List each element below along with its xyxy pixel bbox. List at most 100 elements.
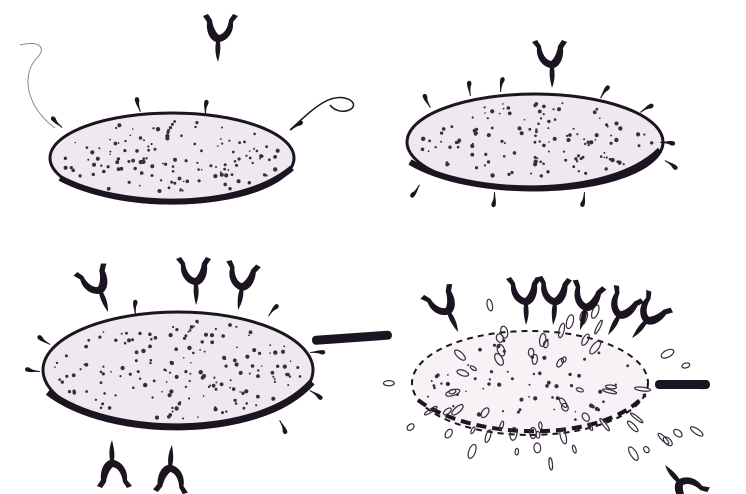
cell-speckle	[600, 155, 603, 158]
cell-speckle	[598, 390, 602, 394]
cell-speckle	[141, 349, 145, 353]
cell-speckle	[508, 112, 512, 116]
cell-speckle	[589, 140, 593, 144]
cell-speckle	[225, 410, 227, 412]
cell-speckle	[584, 143, 586, 145]
cell-speckle	[85, 390, 88, 393]
cell-speckle	[557, 107, 561, 111]
cell-speckle	[115, 127, 117, 129]
cell-speckle	[189, 329, 191, 331]
debris-fragment	[627, 445, 640, 461]
cell-speckle	[217, 145, 219, 147]
cell-speckle	[73, 391, 77, 395]
cell-speckle	[147, 145, 149, 147]
cell-speckle	[568, 133, 572, 137]
cell-speckle	[259, 158, 261, 160]
debris-fragment	[534, 443, 541, 453]
debris-fragment	[572, 445, 577, 454]
cell-speckle	[528, 396, 530, 398]
cell-speckle	[117, 157, 120, 160]
cell-speckle	[153, 380, 156, 383]
cell-speckle	[517, 411, 520, 414]
debris-fragment	[594, 320, 604, 335]
cell-speckle	[79, 174, 82, 177]
cell-speckle	[190, 325, 194, 329]
cell-speckle	[428, 140, 431, 143]
cell-speckle	[74, 142, 76, 144]
cell-speckle	[465, 391, 467, 393]
cell-speckle	[520, 398, 524, 402]
cell-speckle	[610, 142, 613, 145]
cell-speckle	[548, 141, 550, 143]
cell-speckle	[239, 371, 243, 375]
cell-speckle	[64, 157, 67, 160]
cell-speckle	[252, 162, 254, 164]
cell-speckle	[276, 149, 280, 153]
cell-speckle	[256, 150, 259, 153]
debris-fragment	[486, 299, 494, 312]
cell-speckle	[568, 373, 571, 376]
cell-speckle	[84, 364, 86, 366]
cell-speckle	[56, 362, 58, 364]
cell-speckle	[467, 364, 469, 366]
cell-speckle	[100, 371, 103, 374]
cell-speckle	[80, 368, 82, 370]
cell-speckle	[180, 134, 183, 137]
cell-speckle	[121, 366, 125, 370]
cell-icon	[407, 94, 663, 190]
cell-speckle	[552, 108, 554, 110]
cell-speckle	[249, 157, 252, 160]
cell-speckle	[626, 364, 629, 367]
debris-fragment	[467, 443, 478, 459]
cell-speckle	[547, 381, 551, 385]
cell-speckle	[194, 143, 197, 146]
cell-speckle	[184, 334, 187, 337]
cell-speckle	[596, 108, 599, 111]
cell-speckle	[135, 350, 139, 354]
cell-speckle	[188, 331, 190, 333]
cell-speckle	[156, 127, 160, 131]
cell-speckle	[165, 134, 169, 138]
cell-speckle	[530, 173, 532, 175]
cell-speckle	[166, 381, 168, 383]
cell-speckle	[583, 138, 585, 140]
cell-speckle	[95, 399, 97, 401]
cell-speckle	[507, 173, 510, 176]
cell-speckle	[103, 331, 105, 333]
cell-speckle	[183, 357, 185, 359]
cell-speckle	[561, 102, 563, 104]
cell-speckle	[68, 390, 71, 393]
cell-speckle	[92, 173, 95, 176]
cell-speckle	[203, 395, 205, 397]
cell-speckle	[520, 131, 524, 135]
cell-speckle	[199, 370, 203, 374]
cell-speckle	[503, 108, 505, 110]
cell-speckle	[446, 382, 450, 386]
cell-speckle	[204, 333, 208, 337]
cell-speckle	[249, 150, 251, 152]
cell-speckle	[431, 380, 433, 382]
cell-speckle	[202, 374, 206, 378]
cell-speckle	[440, 382, 442, 384]
cell-speckle	[125, 332, 128, 335]
cell-speckle	[110, 371, 112, 373]
cell-speckle	[470, 144, 474, 148]
cell-speckle	[200, 149, 203, 152]
cell-speckle	[209, 164, 212, 167]
cell-speckle	[197, 416, 199, 418]
cell-speckle	[487, 133, 491, 137]
cell-speckle	[124, 342, 127, 345]
cell-speckle	[263, 173, 266, 176]
cell-speckle	[535, 128, 537, 130]
cell-speckle	[103, 392, 106, 395]
cell-speckle	[614, 138, 618, 142]
cell-speckle	[145, 157, 147, 159]
cell-speckle	[484, 106, 486, 108]
cell-speckle	[538, 372, 542, 376]
cell-speckle	[164, 163, 167, 166]
cell-speckle	[115, 160, 119, 164]
debris-fragment	[689, 425, 704, 437]
cell-speckle	[421, 137, 425, 141]
cell-speckle	[179, 190, 181, 192]
